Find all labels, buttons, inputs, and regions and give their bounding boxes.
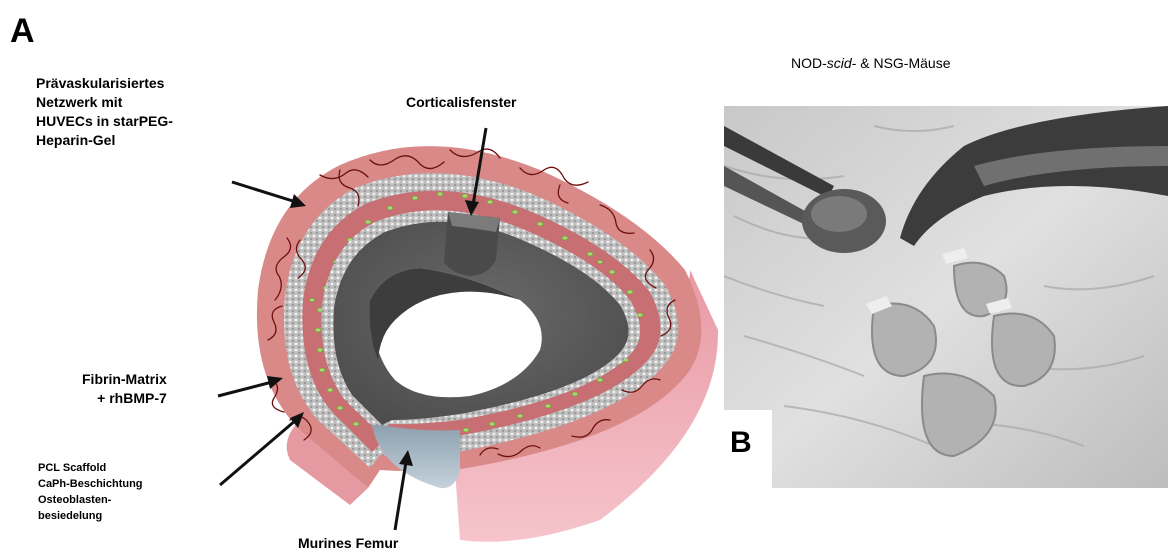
bone-scaffold-diagram (0, 0, 720, 551)
caption-prefix: NOD- (791, 55, 827, 71)
caption-italic: scid (827, 55, 852, 71)
arrow-prevascular (232, 182, 296, 202)
implant-highlight (811, 196, 867, 232)
arrow-femur (395, 462, 406, 530)
arrow-pcl (220, 420, 296, 485)
mouse-strain-caption: NOD-scid- & NSG-Mäuse (791, 55, 951, 71)
surgery-photo (724, 106, 1168, 488)
caption-suffix: - & NSG-Mäuse (852, 55, 951, 71)
panel-b-label: B (730, 426, 752, 460)
arrow-fibrin (218, 382, 272, 396)
surgery-photo-drawing (724, 106, 1168, 488)
